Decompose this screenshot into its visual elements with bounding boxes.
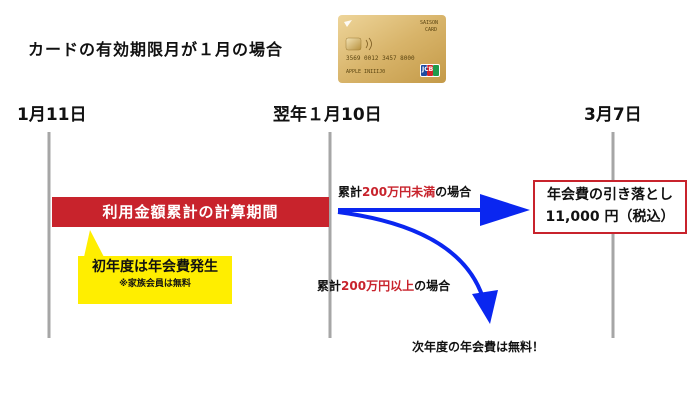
date-charge: 3月7日 (584, 105, 642, 125)
card-number: 3569 0012 3457 8000 (346, 55, 415, 62)
calculation-period-label: 利用金額累計の計算期間 (102, 203, 279, 221)
card-chip (345, 37, 362, 51)
first-year-note: 初年度は年会費発生 ※家族会員は無料 (78, 257, 232, 291)
arrowhead-under-2m (480, 194, 530, 226)
result-line-2: 11,000 円（税込） (545, 209, 675, 225)
family-member-note: ※家族会員は無料 (119, 279, 191, 289)
first-year-note-box (78, 256, 232, 304)
date-start: 1月11日 (17, 105, 87, 125)
branch-over-amount: 200万円以上 (341, 279, 415, 293)
card-holder: APPLE INIIIJ0 (346, 69, 386, 75)
card-logo-mark (344, 20, 352, 27)
card-brand-top: SAISON (420, 20, 439, 26)
arrowhead-over-2m (472, 290, 498, 324)
card-body (338, 15, 446, 83)
annual-fee-result-box (533, 180, 687, 234)
branch-under-2m-label: 累計200万円未満の場合 (338, 183, 471, 200)
branch-over-2m-label: 累計200万円以上の場合 (317, 277, 450, 294)
arrow-over-2m (337, 210, 485, 299)
contactless-icon (365, 37, 372, 51)
branch-over-prefix: 累計 (317, 279, 342, 293)
card-brand-bottom: CARD (425, 27, 438, 33)
branch-under-prefix: 累計 (338, 185, 363, 199)
first-year-note-pointer (84, 230, 104, 257)
jcb-green (433, 65, 439, 76)
gold-card-image (338, 15, 446, 83)
jcb-blue (421, 65, 427, 76)
branch-under-suffix: の場合 (435, 185, 472, 199)
first-year-note-main: 初年度は年会費発生 (92, 259, 218, 275)
annual-fee-result: 年会費の引き落とし 11,000 円（税込） (536, 184, 684, 228)
result-line-1: 年会費の引き落とし (547, 187, 673, 203)
branch-over-suffix: の場合 (414, 279, 451, 293)
date-renewal: 翌年１月10日 (273, 105, 382, 125)
calculation-period-band (52, 197, 329, 227)
branch-under-amount: 200万円未満 (362, 185, 436, 199)
page-heading: カードの有効期限月が１月の場合 (28, 40, 284, 59)
card-network: JCB (422, 66, 434, 73)
next-year-free-text: 次年度の年会費は無料！ (412, 340, 545, 354)
jcb-red (427, 65, 433, 76)
